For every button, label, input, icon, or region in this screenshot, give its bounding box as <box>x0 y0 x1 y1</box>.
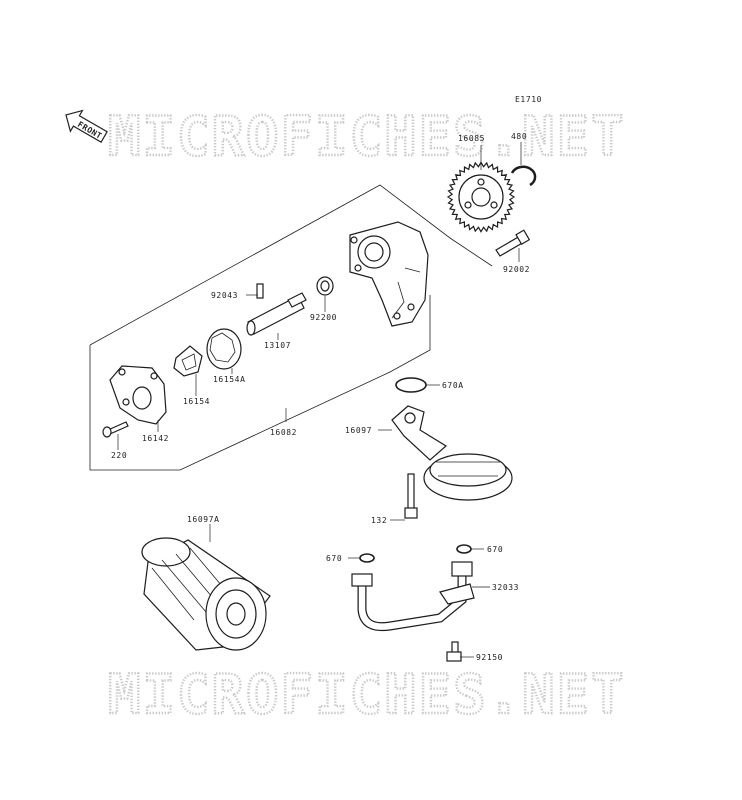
label-13107: 13107 <box>264 341 291 350</box>
label-16085: 16085 <box>458 134 485 143</box>
screw-220 <box>102 421 129 438</box>
label-92200: 92200 <box>310 313 337 322</box>
oil-filter <box>141 537 271 651</box>
o-ring-670-right <box>456 544 472 554</box>
label-16097a: 16097A <box>187 515 220 524</box>
o-ring-670-left <box>359 553 375 563</box>
pump-cover <box>109 365 167 425</box>
label-16154a: 16154A <box>213 375 246 384</box>
label-480: 480 <box>511 132 527 141</box>
pin-92043 <box>256 283 264 299</box>
bolt-92002 <box>495 229 531 257</box>
oil-pipe <box>351 561 475 632</box>
watermark-top: MICROFICHES.NET <box>108 105 626 168</box>
label-132: 132 <box>371 516 387 525</box>
outer-rotor <box>206 328 242 370</box>
bolt-132 <box>404 473 418 519</box>
oil-strainer <box>391 405 513 501</box>
circlip <box>510 165 537 187</box>
label-16142: 16142 <box>142 434 169 443</box>
label-670-left: 670 <box>326 554 342 563</box>
leader-lines <box>117 142 522 658</box>
diagram-code: E1710 <box>515 95 542 104</box>
label-92150: 92150 <box>476 653 503 662</box>
label-16154: 16154 <box>183 397 210 406</box>
label-92043: 92043 <box>211 291 238 300</box>
label-220: 220 <box>111 451 127 460</box>
watermark-bottom: MICROFICHES.NET <box>108 663 626 726</box>
label-670-right: 670 <box>487 545 503 554</box>
label-16097: 16097 <box>345 426 372 435</box>
pump-shaft <box>246 292 307 336</box>
oil-pump-assembly-outline <box>89 184 493 471</box>
front-arrow-icon: FRONT <box>65 109 108 143</box>
oil-pump-sprocket <box>446 161 516 233</box>
oil-pump-body <box>349 221 429 327</box>
inner-rotor <box>173 345 203 377</box>
label-670a: 670A <box>442 381 464 390</box>
o-ring-670a <box>395 377 427 393</box>
label-32033: 32033 <box>492 583 519 592</box>
bolt-92150 <box>446 641 462 662</box>
label-16082: 16082 <box>270 428 297 437</box>
label-92002: 92002 <box>503 265 530 274</box>
washer-92200 <box>316 276 334 296</box>
